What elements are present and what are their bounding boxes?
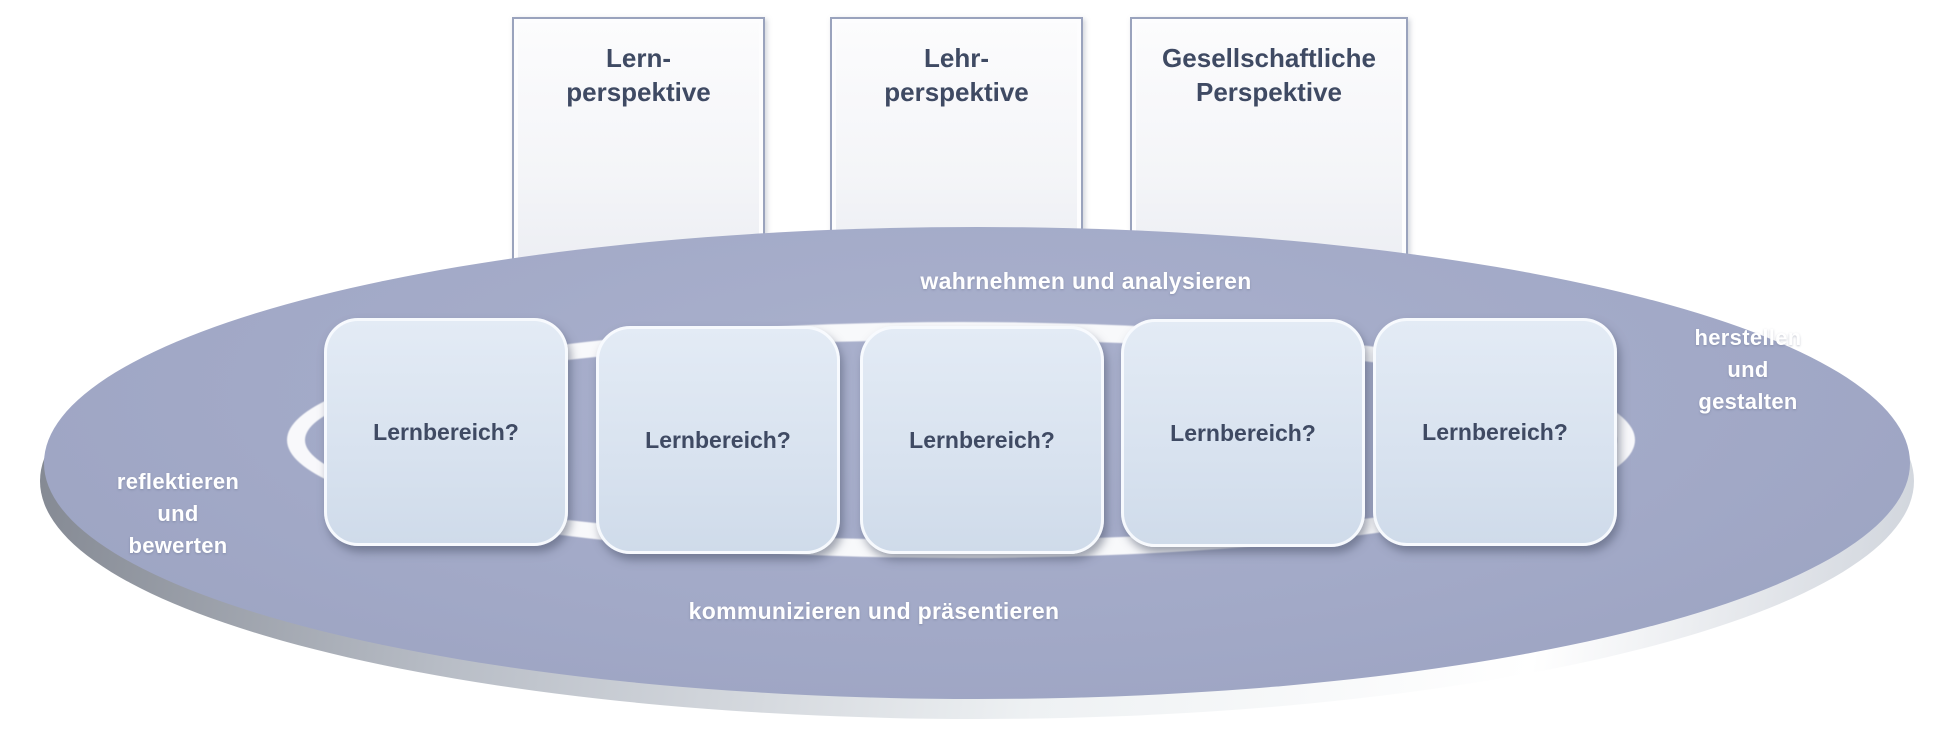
card-label-line1: Gesellschaftliche [1162, 43, 1376, 73]
learning-area-label: Lernbereich? [909, 426, 1055, 453]
learning-area-box: Lernbereich? [860, 326, 1104, 554]
learning-area-box: Lernbereich? [1373, 318, 1617, 546]
learning-area-label: Lernbereich? [1170, 419, 1316, 446]
learning-area-label: Lernbereich? [1422, 418, 1568, 445]
learning-area-box: Lernbereich? [324, 318, 568, 546]
label-line: und [157, 501, 199, 526]
process-label-wahrnehmen: wahrnehmen und analysieren [920, 268, 1252, 294]
learning-area-box: Lernbereich? [596, 326, 840, 554]
process-label-kommunizieren: kommunizieren und präsentieren [688, 598, 1060, 624]
card-label-line1: Lehr- [924, 43, 989, 73]
card-label-line1: Lern- [606, 43, 671, 73]
label-line: bewerten [128, 533, 228, 558]
perspective-card-label: Lern- perspektive [514, 41, 763, 109]
perspective-card-label: Lehr- perspektive [832, 41, 1081, 109]
card-label-line2: perspektive [566, 77, 711, 107]
label-line: und [1727, 357, 1769, 382]
label-line: herstellen [1694, 325, 1802, 350]
learning-area-label: Lernbereich? [645, 426, 791, 453]
card-label-line2: Perspektive [1196, 77, 1342, 107]
card-label-line2: perspektive [884, 77, 1029, 107]
learning-area-label: Lernbereich? [373, 418, 519, 445]
learning-area-box: Lernbereich? [1121, 319, 1365, 547]
label-line: gestalten [1698, 389, 1798, 414]
process-label-reflektieren: reflektieren und bewerten [68, 466, 288, 562]
perspective-card-label: Gesellschaftliche Perspektive [1132, 41, 1406, 109]
process-label-herstellen: herstellen und gestalten [1638, 322, 1858, 418]
label-line: reflektieren [116, 469, 240, 494]
